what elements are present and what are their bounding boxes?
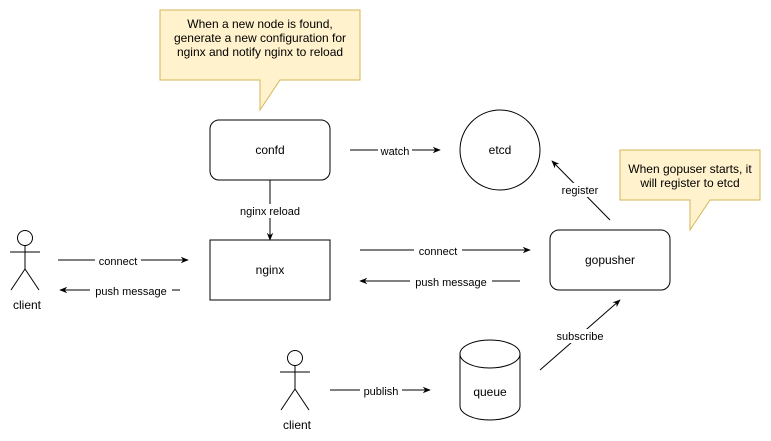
client-bottom-label: client [283, 418, 312, 432]
edge-client-connect: connect [58, 253, 189, 268]
etcd-node: etcd [459, 109, 541, 191]
queue-node: queue [459, 339, 521, 421]
confd-note-line-3: nginx and notify nginx to reload [177, 45, 343, 59]
confd-note: When a new node is found, generate a new… [159, 9, 361, 112]
edge-gopusher-push: push message [359, 274, 520, 289]
gopusher-note-shape [619, 149, 761, 232]
confd-note-line-1: When a new node is found, [187, 17, 332, 31]
client-bottom-actor [280, 350, 310, 411]
edge-client-connect-label: connect [99, 256, 138, 268]
gopusher-node: gopusher [549, 229, 671, 291]
etcd-label: etcd [489, 143, 512, 157]
edge-nginx-connect-label: connect [419, 246, 458, 258]
edge-nginx-connect: connect [360, 243, 531, 258]
gopusher-note: When gopuser starts, it will register to… [619, 149, 761, 232]
client-left-actor [10, 230, 40, 291]
nginx-node: nginx [209, 239, 331, 301]
edge-publish-label: publish [364, 386, 399, 398]
client-left-label: client [13, 298, 42, 312]
edge-watch-label: watch [380, 146, 410, 158]
queue-label: queue [473, 385, 507, 399]
confd-note-line-2: generate a new configuration for [174, 31, 346, 45]
edge-publish: publish [330, 383, 431, 398]
gopusher-label: gopusher [585, 253, 635, 267]
confd-note-shape [159, 9, 361, 112]
edge-register: register [551, 160, 611, 221]
edge-subscribe: subscribe [539, 299, 621, 371]
edge-register-label: register [562, 185, 599, 197]
edge-client-push-label: push message [95, 286, 167, 298]
edge-subscribe-label: subscribe [556, 331, 603, 343]
confd-node: confd [209, 119, 331, 181]
confd-label: confd [255, 143, 284, 157]
nginx-label: nginx [256, 263, 285, 277]
edge-nginx-reload: nginx reload [236, 180, 304, 241]
gopusher-note-line-2: will register to etcd [639, 176, 739, 190]
edge-nginx-reload-label: nginx reload [240, 206, 300, 218]
edge-client-push: push message [59, 283, 180, 298]
edge-watch: watch [350, 143, 441, 158]
gopusher-note-line-1: When gopuser starts, it [628, 162, 752, 176]
edge-gopusher-push-label: push message [415, 277, 487, 289]
